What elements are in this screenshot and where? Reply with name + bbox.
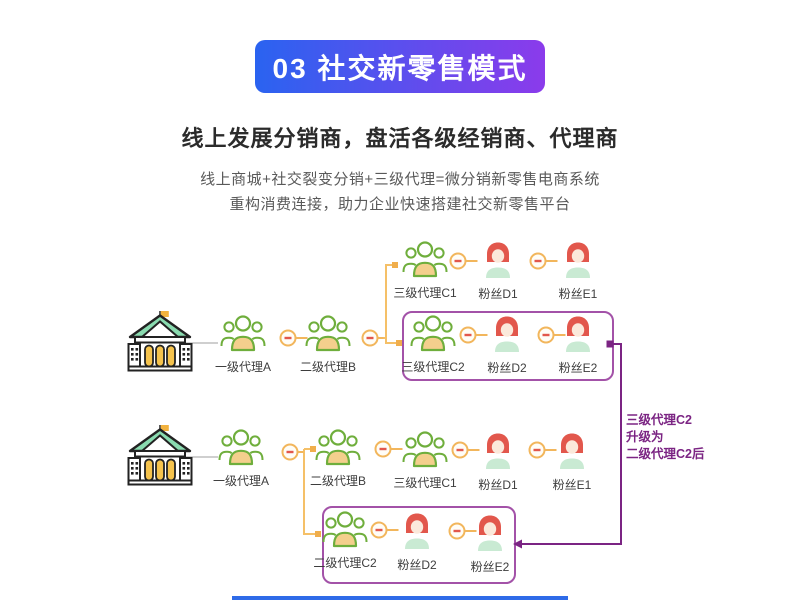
diagram-node-b_e1: 粉丝E1 bbox=[530, 432, 614, 493]
diagram-node-t_e1: 粉丝E1 bbox=[536, 241, 620, 302]
agent-icon bbox=[322, 510, 368, 553]
agent-icon bbox=[218, 428, 264, 471]
node-label: 粉丝E1 bbox=[552, 478, 592, 492]
agent-icon bbox=[220, 314, 266, 357]
diagram-node-b_a: 一级代理A bbox=[199, 428, 283, 489]
diagram-node-t_e2: 粉丝E2 bbox=[536, 315, 620, 376]
node-label: 三级代理C1 bbox=[393, 286, 457, 300]
node-label: 一级代理A bbox=[212, 474, 269, 488]
node-label: 粉丝E2 bbox=[470, 560, 510, 574]
node-label: 三级代理C1 bbox=[393, 476, 457, 490]
diagram-node-b_d1: 粉丝D1 bbox=[456, 432, 540, 493]
next-section-edge bbox=[232, 596, 568, 600]
node-label: 二级代理C2 bbox=[313, 556, 377, 570]
diagram-node-t_a: 一级代理A bbox=[201, 314, 285, 375]
section-badge: 03 社交新零售模式 bbox=[255, 40, 545, 93]
diagram-node-t_d1: 粉丝D1 bbox=[456, 241, 540, 302]
diagram-node-b_c1: 三级代理C1 bbox=[383, 430, 467, 491]
node-label: 一级代理A bbox=[214, 360, 271, 374]
building-icon bbox=[127, 423, 193, 492]
upgrade-annotation-line: 升级为 bbox=[626, 430, 664, 444]
diagram-node-t_c1: 三级代理C1 bbox=[383, 240, 467, 301]
upgrade-annotation: 三级代理C2 升级为 二级代理C2后 bbox=[626, 412, 704, 463]
fan-icon bbox=[560, 315, 596, 358]
agent-icon bbox=[305, 314, 351, 357]
agent-icon bbox=[315, 428, 361, 471]
section-subtitle-line2: 重构消费连接，助力企业快速搭建社交新零售平台 bbox=[229, 196, 571, 213]
fan-icon bbox=[560, 241, 596, 284]
diagram-node-b_b: 二级代理B bbox=[296, 428, 380, 489]
node-label: 二级代理B bbox=[299, 360, 356, 374]
diagram-node-b_e2: 粉丝E2 bbox=[448, 514, 532, 575]
node-label: 粉丝D1 bbox=[478, 478, 518, 492]
diagram-node-b_c2: 二级代理C2 bbox=[303, 510, 387, 571]
fan-icon bbox=[399, 512, 435, 555]
section-subtitle-line1: 线上商城+社交裂变分销+三级代理=微分销新零售电商系统 bbox=[200, 171, 600, 188]
node-label: 粉丝E1 bbox=[558, 287, 598, 301]
fan-icon bbox=[480, 241, 516, 284]
upgrade-annotation-line: 二级代理C2后 bbox=[626, 447, 705, 461]
node-label: 粉丝D2 bbox=[397, 558, 437, 572]
agent-icon bbox=[402, 430, 448, 473]
diagram-node-hq1 bbox=[118, 309, 202, 379]
agent-icon bbox=[402, 240, 448, 283]
node-label: 二级代理B bbox=[309, 474, 366, 488]
building-icon bbox=[127, 309, 193, 378]
node-label: 粉丝D1 bbox=[478, 287, 518, 301]
node-label: 粉丝E2 bbox=[558, 361, 598, 375]
section-title: 线上发展分销商，盘活各级经销商、代理商 bbox=[181, 126, 619, 151]
fan-icon bbox=[554, 432, 590, 475]
fan-icon bbox=[472, 514, 508, 557]
node-label: 粉丝D2 bbox=[487, 361, 527, 375]
fan-icon bbox=[489, 315, 525, 358]
upgrade-annotation-line: 三级代理C2 bbox=[626, 413, 692, 427]
diagram-node-t_b: 二级代理B bbox=[286, 314, 370, 375]
node-label: 三级代理C2 bbox=[401, 360, 465, 374]
diagram-node-t_d2: 粉丝D2 bbox=[465, 315, 549, 376]
diagram-node-hq2 bbox=[118, 423, 202, 493]
fan-icon bbox=[480, 432, 516, 475]
agent-icon bbox=[410, 314, 456, 357]
diagram-node-t_c2: 三级代理C2 bbox=[391, 314, 475, 375]
diagram-node-b_d2: 粉丝D2 bbox=[375, 512, 459, 573]
